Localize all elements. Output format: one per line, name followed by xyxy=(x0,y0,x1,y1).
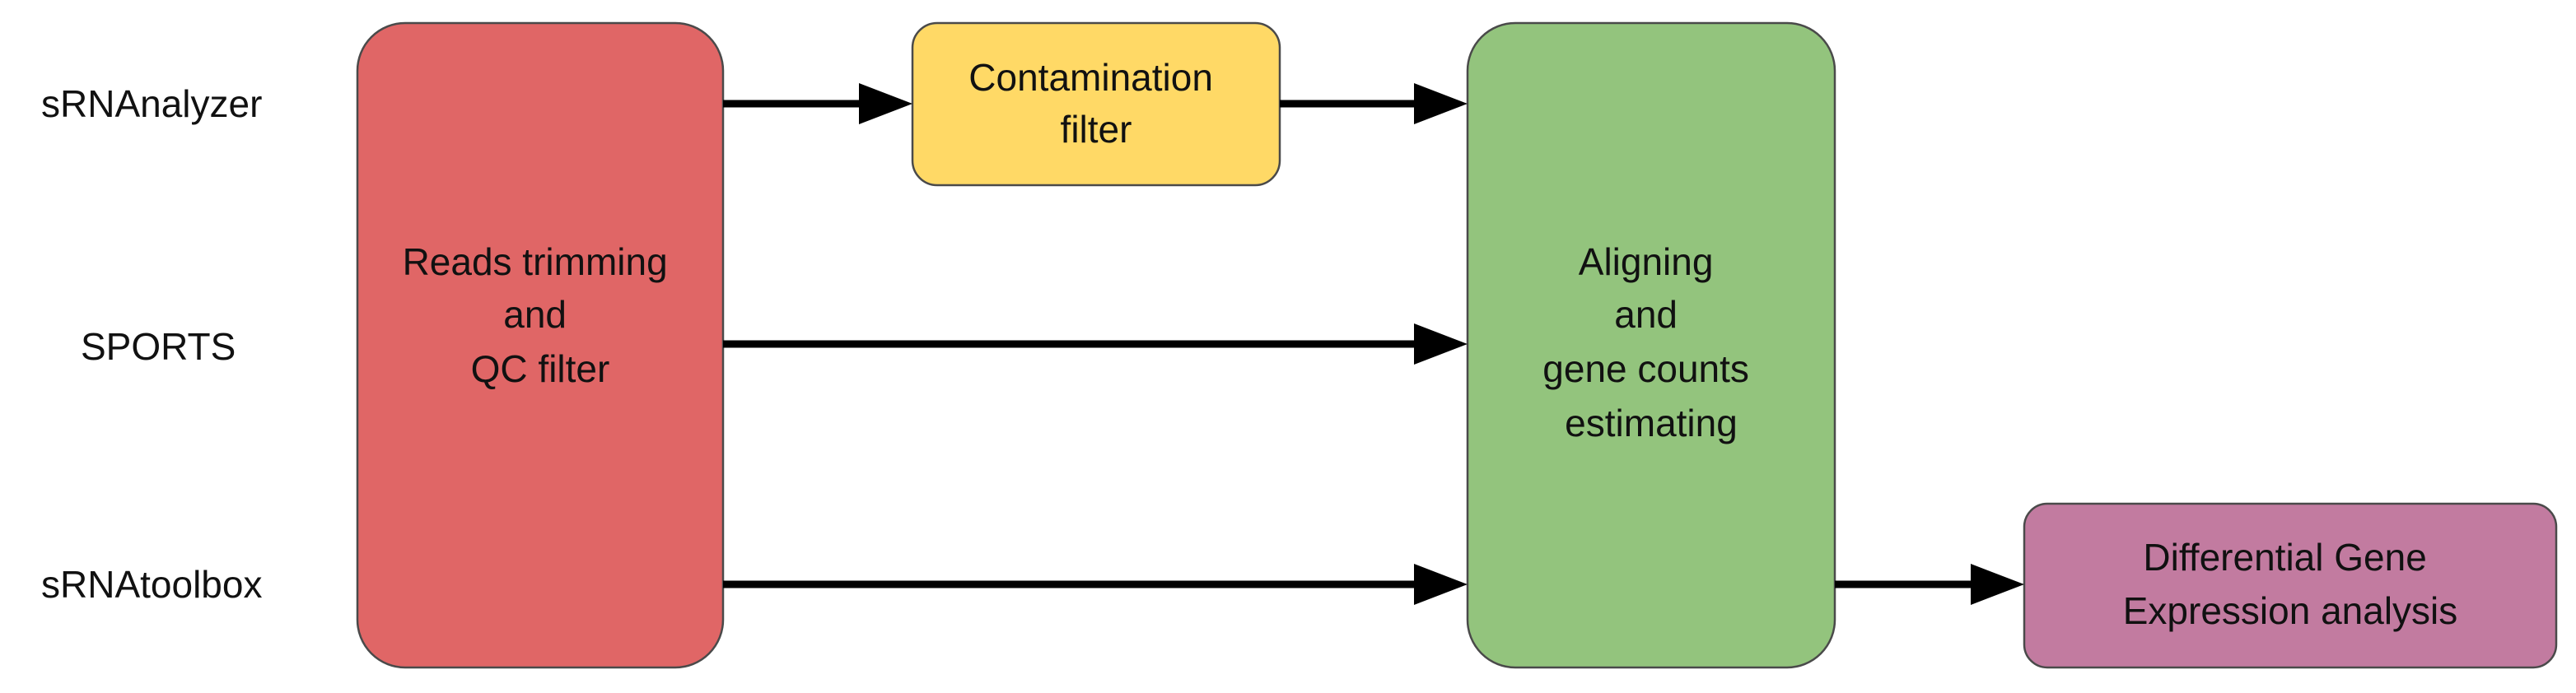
arrow-contamination-to-aligning xyxy=(1280,83,1468,124)
box-dge-line-1: Differential Gene xyxy=(2143,536,2426,579)
arrow-trimming-to-aligning-srnatoolbox xyxy=(723,564,1468,605)
box-reads-trimming-line-2: and xyxy=(503,293,567,336)
box-aligning-gene-counts-text: Aligning and gene counts estimating xyxy=(1542,240,1759,444)
tool-label-srnatoolbox: sRNAtoolbox xyxy=(41,563,262,606)
box-reads-trimming-qc xyxy=(356,21,725,669)
arrow-aligning-to-dge xyxy=(1835,564,2024,605)
arrow-trimming-to-aligning-sports xyxy=(723,323,1468,365)
box-aligning-line-4: estimating xyxy=(1565,402,1738,444)
tool-label-sports: SPORTS xyxy=(81,325,236,368)
box-reads-trimming-line-1: Reads trimming xyxy=(403,240,668,283)
tool-label-srnanalyzer: sRNAnalyzer xyxy=(41,82,262,125)
arrow-trimming-to-contamination xyxy=(723,83,912,124)
box-differential-gene-expression xyxy=(2023,502,2558,669)
box-contamination-filter-text: Contamination filter xyxy=(968,56,1223,151)
box-contamination-line-1: Contamination xyxy=(968,56,1213,99)
box-differential-gene-expression-text: Differential Gene Expression analysis xyxy=(2123,536,2458,632)
box-reads-trimming-qc-text: Reads trimming and QC filter xyxy=(403,240,679,390)
box-contamination-line-2: filter xyxy=(1061,108,1132,151)
box-aligning-line-2: and xyxy=(1614,293,1678,336)
box-aligning-line-3: gene counts xyxy=(1542,347,1749,390)
box-contamination-filter xyxy=(911,21,1281,187)
box-aligning-gene-counts xyxy=(1466,21,1836,669)
box-aligning-line-1: Aligning xyxy=(1579,240,1714,283)
box-reads-trimming-line-3: QC filter xyxy=(471,347,610,390)
box-dge-line-2: Expression analysis xyxy=(2123,589,2458,632)
